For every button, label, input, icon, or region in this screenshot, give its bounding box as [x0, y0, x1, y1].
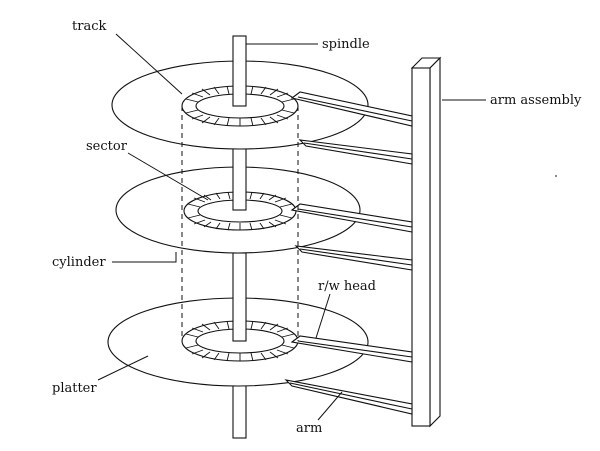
label-sector: sector — [86, 139, 128, 154]
label-cylinder: cylinder — [52, 255, 106, 270]
spindle-top — [232, 35, 247, 107]
stray-dot — [555, 175, 557, 177]
leader-lines — [97, 33, 486, 421]
spindle-upper — [232, 147, 247, 211]
arm-assembly-bar — [410, 56, 442, 428]
arms-bottom — [284, 335, 413, 415]
label-rw-head: r/w head — [318, 279, 376, 294]
label-track: track — [72, 19, 106, 34]
spindle-bottom — [232, 381, 247, 439]
arms-middle — [290, 203, 413, 271]
label-arm: arm — [296, 421, 322, 436]
spindle-middle — [232, 252, 247, 342]
sector-ticks-top — [185, 85, 295, 127]
sector-ticks-bottom — [185, 320, 295, 362]
arms-top — [290, 91, 413, 165]
label-arm-assembly: arm assembly — [490, 93, 582, 108]
cylinder-outline — [181, 106, 299, 341]
label-spindle: spindle — [322, 37, 370, 52]
label-platter: platter — [52, 381, 97, 396]
